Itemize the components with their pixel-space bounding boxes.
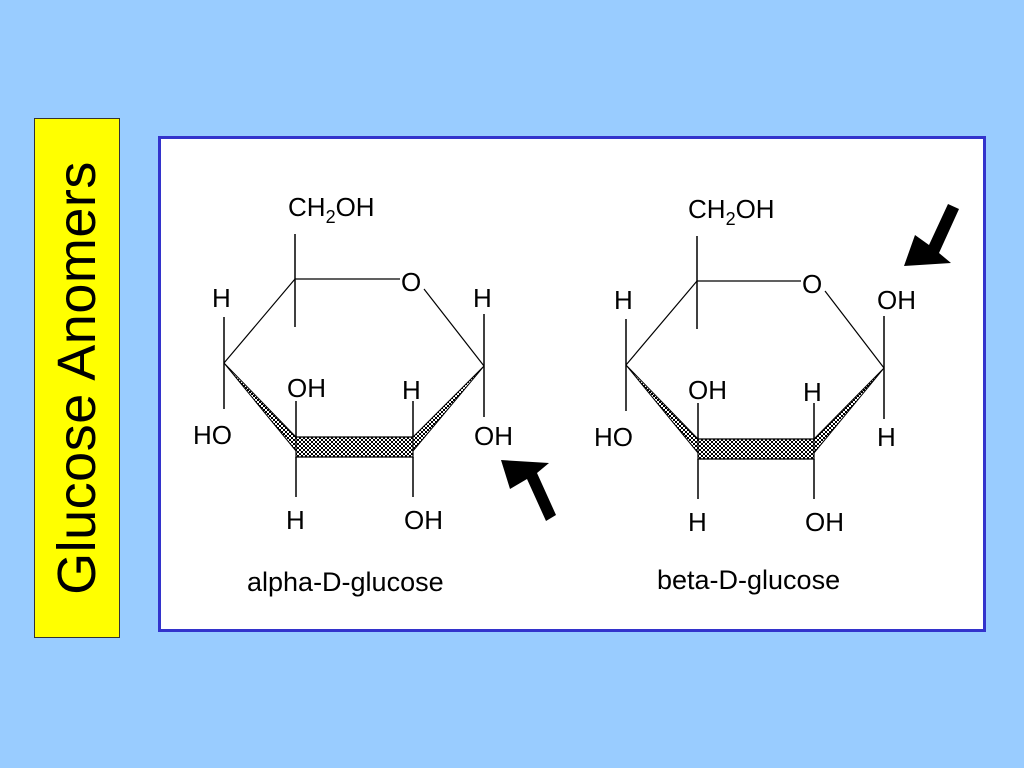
alpha-c3-oh-label: OH [287, 373, 326, 403]
alpha-c1-oh-label: OH [474, 421, 513, 451]
alpha-c4-h-label: H [212, 283, 231, 313]
beta-bond-o-c1 [824, 290, 885, 369]
alpha-c3-h-label: H [286, 505, 305, 535]
beta-wedge-c2-c1 [813, 367, 885, 455]
beta-bond-c5-c4 [625, 280, 698, 366]
beta-pointer-arrow-icon [904, 204, 959, 266]
beta-c4-h-label: H [614, 285, 633, 315]
alpha-name-caption: alpha-D-glucose [247, 567, 444, 597]
slide-title: Glucose Anomers [47, 161, 107, 595]
beta-c1-h-label: H [877, 422, 896, 452]
beta-name-caption: beta-D-glucose [657, 565, 840, 595]
alpha-bond-o-c1 [423, 288, 485, 367]
beta-c3-h-label: H [688, 507, 707, 537]
alpha-c1-h-label: H [473, 283, 492, 313]
alpha-bond-c5-c4 [223, 278, 296, 364]
alpha-ring-oxygen-label: O [401, 267, 421, 297]
alpha-ch2oh-label: CH2OH [288, 192, 375, 227]
alpha-ring-front-bond [295, 436, 414, 458]
alpha-c2-oh-label: OH [404, 505, 443, 535]
alpha-glucose-structure: CH2OH O H H OH H HO OH H OH alpha-D-gluc… [193, 192, 556, 597]
glucose-anomers-diagram: CH2OH O H H OH H HO OH H OH alpha-D-gluc… [193, 192, 959, 597]
alpha-wedge-c4-c3 [223, 362, 297, 453]
beta-c2-oh-label: OH [805, 507, 844, 537]
beta-c4-ho-label: HO [594, 422, 633, 452]
beta-ring-oxygen-label: O [802, 269, 822, 299]
beta-ch2oh-label: CH2OH [688, 194, 775, 229]
alpha-wedge-c2-c1 [412, 365, 485, 453]
alpha-c4-ho-label: HO [193, 420, 232, 450]
alpha-c2-h-label: H [402, 375, 421, 405]
beta-c3-oh-label: OH [688, 375, 727, 405]
alpha-pointer-arrow-icon [501, 460, 556, 521]
beta-glucose-structure: CH2OH O H OH OH H HO H H OH beta-D-gluco… [594, 194, 959, 595]
beta-c1-oh-label: OH [877, 285, 916, 315]
beta-ring-front-bond [697, 438, 815, 460]
structures-panel: CH2OH O H H OH H HO OH H OH alpha-D-gluc… [158, 136, 986, 632]
slide-title-box: Glucose Anomers [34, 118, 120, 638]
beta-c2-h-label: H [803, 377, 822, 407]
